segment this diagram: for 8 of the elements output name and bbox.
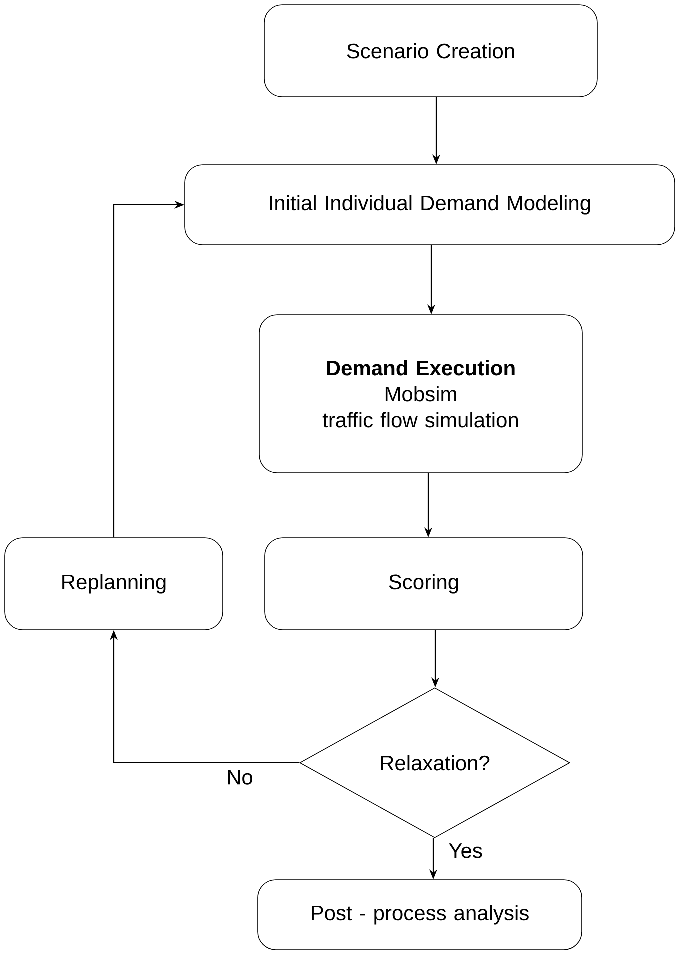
edge-label: Yes xyxy=(448,842,484,860)
process-box: Scoring xyxy=(264,538,584,630)
process-box: Demand Execution Mobsim traffic flow simulation xyxy=(259,314,583,474)
process-box: Scenario Creation xyxy=(264,4,598,98)
process-box: Post - process analysis xyxy=(258,880,582,950)
process-box: Replanning xyxy=(4,538,224,630)
edge-label: No xyxy=(226,769,254,786)
process-box: Initial Individual Demand Modeling xyxy=(184,164,676,246)
